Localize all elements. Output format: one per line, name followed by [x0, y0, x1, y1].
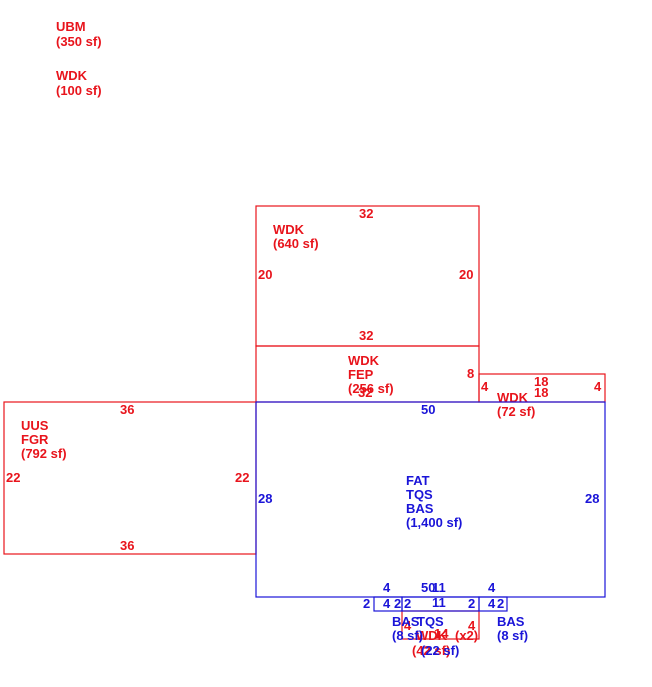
wdk-mid-dim-right: 4: [468, 618, 476, 633]
bas-left-code: BAS: [392, 614, 420, 629]
wdk-top-dim-bottom: 32: [359, 328, 373, 343]
wdk-fep-area: (256 sf): [348, 381, 394, 396]
legend-wdk-code: WDK: [56, 68, 88, 83]
main-code-3: BAS: [406, 501, 434, 516]
area-bas-right: [478, 596, 508, 612]
tqs-mid-dim-bottom: 11: [432, 595, 446, 610]
legend-ubm-code: UBM: [56, 19, 86, 34]
uus-fgr-dim-top: 36: [120, 402, 134, 417]
wdk-right-dim-top: 18: [534, 374, 548, 389]
bas-left-dim-inner: 4: [383, 596, 391, 611]
wdk-mid-code: WDK: [416, 628, 448, 643]
tqs-mid-dim-left: 2: [404, 596, 411, 611]
wdk-fep-code-1: WDK: [348, 353, 380, 368]
tqs-mid-dim-top: 11: [432, 580, 446, 595]
main-dim-top: 50: [421, 402, 435, 417]
main-dim-left: 28: [258, 491, 272, 506]
bas-left-dim-top: 4: [383, 580, 391, 595]
tqs-mid-area: (22 sf): [421, 643, 459, 658]
bas-left-area: (8 sf): [392, 628, 423, 643]
main-dim-bottom: 50: [421, 580, 435, 595]
bas-right-dim-inner: 4: [488, 596, 496, 611]
wdk-mid-area: (x2): [455, 628, 478, 643]
main-area: (1,400 sf): [406, 515, 462, 530]
wdk-right-code: WDK: [497, 390, 529, 405]
wdk-right-dim-left: 4: [481, 379, 489, 394]
uus-fgr-dim-bottom: 36: [120, 538, 134, 553]
uus-fgr-dim-right: 22: [235, 470, 249, 485]
legend-wdk-area: (100 sf): [56, 83, 102, 98]
legend-ubm-area: (350 sf): [56, 34, 102, 49]
wdk-fep-dim-right: 8: [467, 366, 474, 381]
bas-right-area: (8 sf): [497, 628, 528, 643]
wdk-top-dim-right: 20: [459, 267, 473, 282]
wdk-top-code: WDK: [273, 222, 305, 237]
uus-fgr-dim-left: 22: [6, 470, 20, 485]
wdk-mid-dim-left: 4: [404, 618, 412, 633]
wdk-fep-dim-bottom: 32: [358, 385, 372, 400]
main-dim-right: 28: [585, 491, 599, 506]
wdk-low-area: (42 sf): [412, 643, 450, 658]
wdk-right-dim-bottom: 18: [534, 385, 548, 400]
uus-fgr-code-1: UUS: [21, 418, 49, 433]
wdk-right-area: (72 sf): [497, 404, 535, 419]
tqs-mid-code: TQS: [417, 614, 444, 629]
uus-fgr-code-2: FGR: [21, 432, 49, 447]
legend: UBM (350 sf) WDK (100 sf): [56, 19, 102, 98]
main-code-2: TQS: [406, 487, 433, 502]
tqs-mid-dim-right: 2: [468, 596, 475, 611]
bas-right-dim-right: 2: [497, 596, 504, 611]
wdk-fep-code-2: FEP: [348, 367, 374, 382]
wdk-top-dim-left: 20: [258, 267, 272, 282]
wdk-top-area: (640 sf): [273, 236, 319, 251]
wdk-right-dim-right: 4: [594, 379, 602, 394]
bas-left-dim-right: 2: [394, 596, 401, 611]
bas-left-dim-left: 2: [363, 596, 370, 611]
bas-right-dim-top: 4: [488, 580, 496, 595]
uus-fgr-area: (792 sf): [21, 446, 67, 461]
wdk-mid-dim-bottom: 14: [434, 626, 449, 641]
wdk-top-dim-top: 32: [359, 206, 373, 221]
main-code-1: FAT: [406, 473, 430, 488]
bas-right-code: BAS: [497, 614, 525, 629]
